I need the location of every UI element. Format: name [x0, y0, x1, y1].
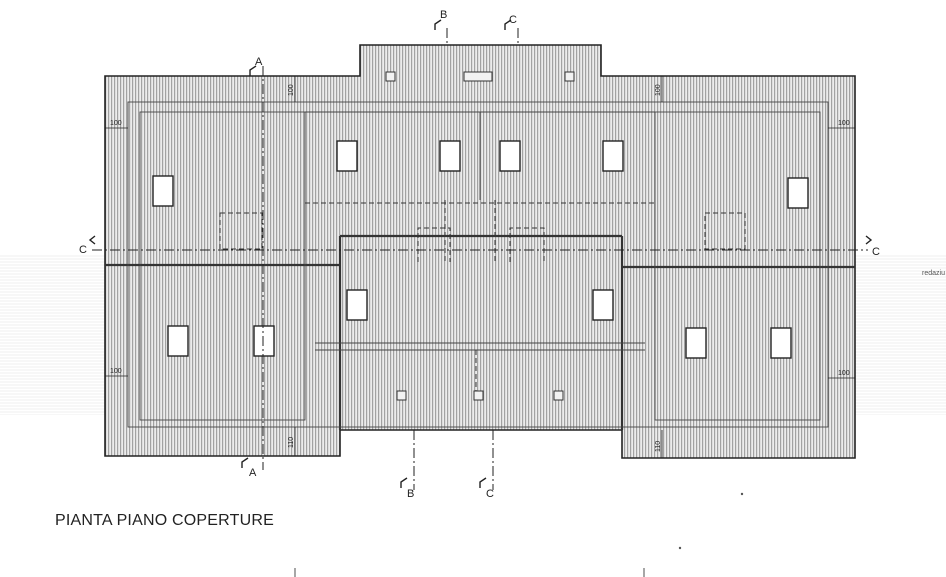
skylight	[439, 140, 461, 172]
skylight	[770, 327, 792, 359]
skylights	[152, 140, 809, 359]
section-label-c: C	[486, 488, 494, 500]
dimension-label: 100	[110, 368, 122, 375]
skylight	[152, 175, 174, 207]
dimension-label: 100	[655, 84, 662, 96]
dimension-lines	[105, 76, 855, 577]
vent	[473, 390, 484, 401]
dimension-label: 110	[288, 437, 295, 448]
scan-speck	[678, 546, 682, 550]
section-label-b: B	[407, 488, 414, 500]
section-label-c: C	[872, 246, 880, 258]
dimension-label: 100	[110, 120, 122, 127]
vent	[396, 390, 407, 401]
vent	[385, 71, 396, 82]
skylight	[499, 140, 521, 172]
dimension-label: 100	[838, 370, 850, 377]
eave-lines	[127, 101, 829, 428]
skylight	[602, 140, 624, 172]
ridge-lines	[105, 234, 855, 430]
hidden-lines	[219, 200, 746, 395]
skylight	[787, 177, 809, 209]
skylight	[592, 289, 614, 321]
section-label-b: B	[440, 9, 447, 21]
section-label-a: A	[249, 467, 257, 479]
section-lines	[92, 28, 868, 490]
section-label-c: C	[79, 244, 87, 256]
dimension-label: 100	[838, 120, 850, 127]
roof-outline	[104, 44, 856, 459]
section-arrows	[88, 19, 873, 488]
dimension-label: 110	[655, 441, 662, 452]
skylight	[167, 325, 189, 357]
vent	[553, 390, 564, 401]
skylight	[253, 325, 275, 357]
margin-note: redaziu	[922, 270, 945, 277]
vent	[463, 71, 493, 82]
drawing-title: PIANTA PIANO COPERTURE	[55, 512, 274, 529]
roof-vents	[385, 71, 575, 401]
scan-speck	[740, 492, 744, 496]
section-label-a: A	[255, 56, 263, 68]
vent	[564, 71, 575, 82]
section-label-c: C	[509, 14, 517, 26]
dimension-label: 100	[288, 84, 295, 96]
skylight	[346, 289, 368, 321]
skylight	[336, 140, 358, 172]
skylight	[685, 327, 707, 359]
